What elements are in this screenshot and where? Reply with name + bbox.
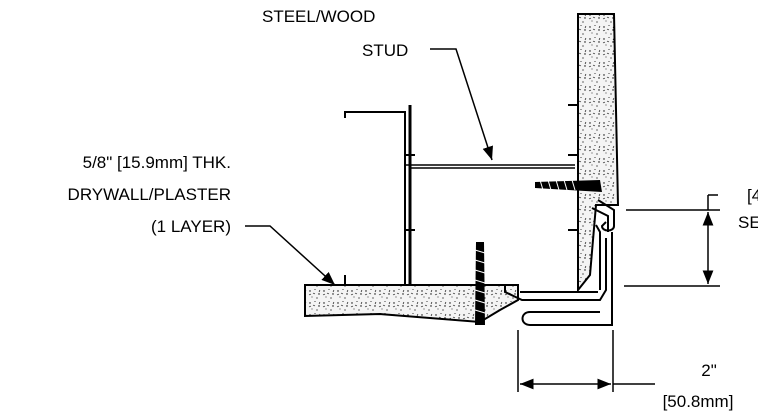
drywall-leader	[245, 225, 336, 286]
horizontal-drywall-board	[304, 284, 519, 324]
dim-vertical-label-line2: SE	[738, 213, 758, 232]
stud-label-line1: STEEL/WOOD	[262, 7, 375, 26]
dim-horizontal-label-line1: 2"	[701, 361, 717, 380]
wall-screw	[535, 179, 602, 192]
ceiling-screw	[474, 242, 486, 325]
stud-label-line2: STUD	[362, 41, 408, 60]
horizontal-dimension	[517, 330, 655, 392]
dim-vertical-label-line1: [4	[747, 186, 758, 205]
dim-horizontal-label-line2: [50.8mm]	[663, 392, 734, 411]
vertical-dimension	[624, 194, 720, 287]
vertical-drywall-board	[577, 13, 620, 293]
drywall-label-line2: DRYWALL/PLASTER	[68, 185, 231, 204]
stud-leader	[430, 48, 493, 161]
drywall-label-line3: (1 LAYER)	[151, 217, 231, 236]
stud-profile	[344, 104, 578, 285]
metal-trim-profile	[504, 199, 615, 326]
drywall-label-line1: 5/8" [15.9mm] THK.	[83, 153, 231, 172]
